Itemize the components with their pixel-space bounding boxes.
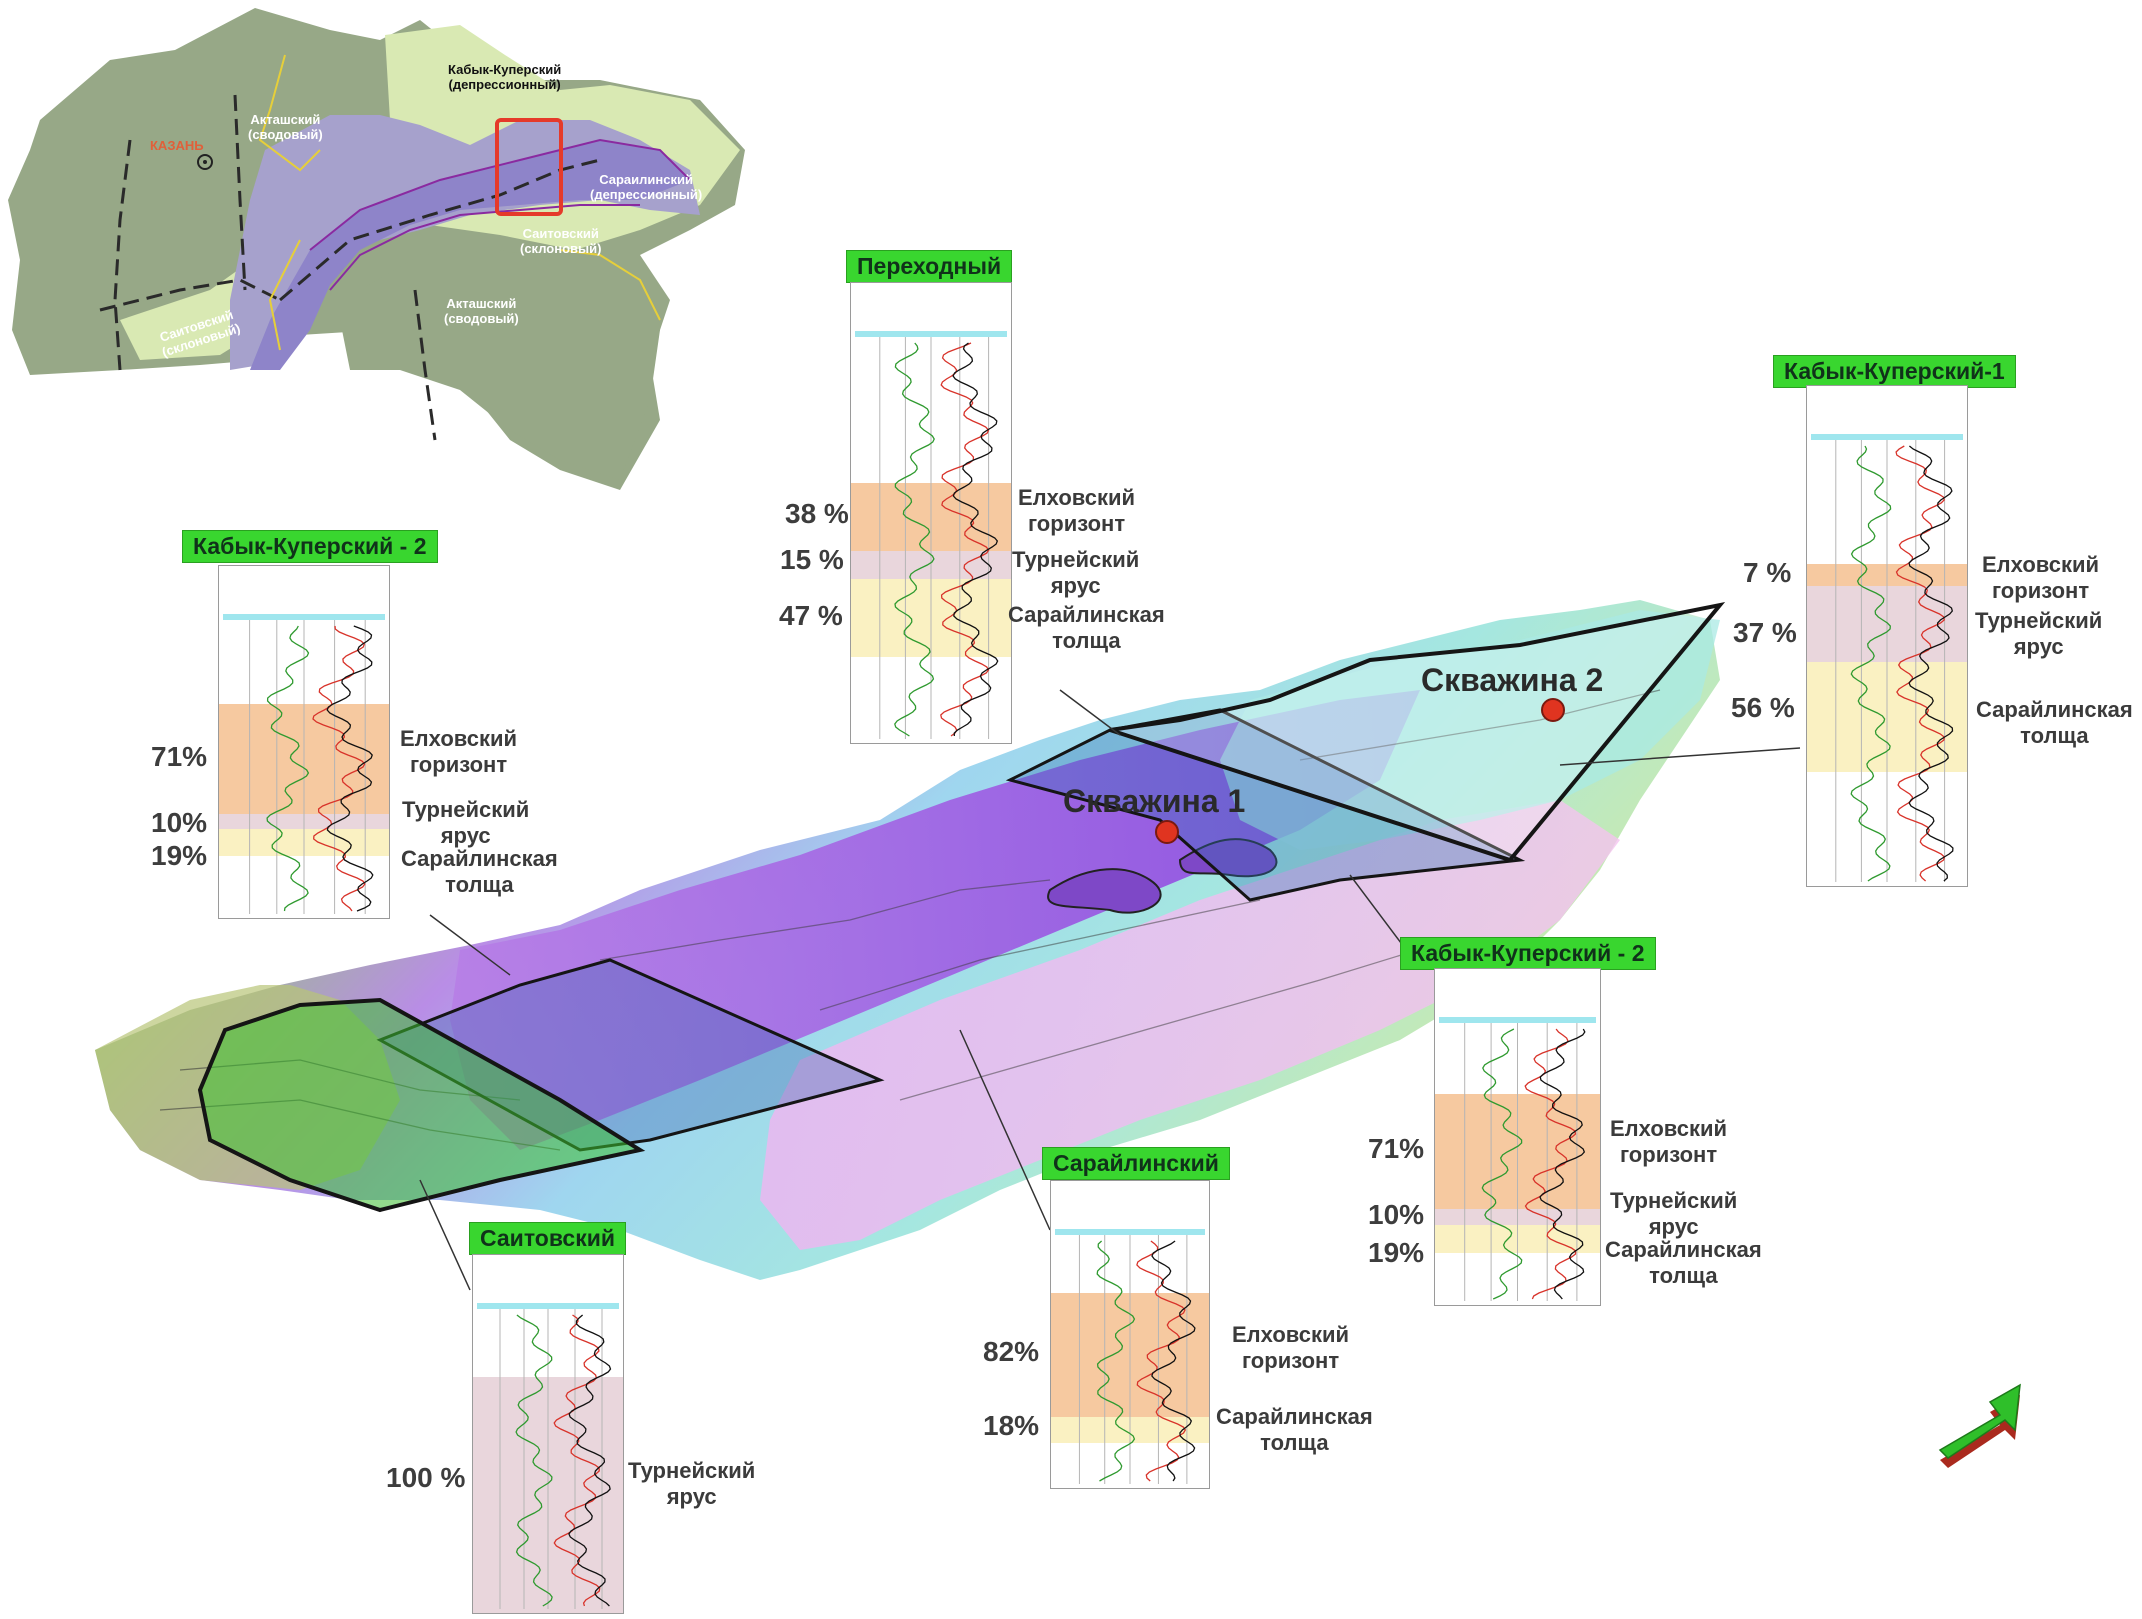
zone-label-kabyk2-right-elkhovsky: Елховский горизонт [1610,1116,1728,1167]
well-log-kabyk1 [1806,385,1968,887]
pct-kabyk1-sarailinskaya: 56 % [1731,692,1795,723]
map-label-aktash-south: Акташский (сводовый) [444,296,519,326]
zone-label-sarailinsky-elkhovsky: Елховский горизонт [1232,1322,1350,1373]
well-1-marker [1155,820,1179,844]
north-arrow-icon [1938,1383,2021,1468]
pct-saitovsky-turneisky: 100 % [386,1462,466,1493]
map-label-kabyk: Кабык-Куперский (депрессионный) [448,62,562,92]
zone-label-kabyk2-right-turneisky: Турнейский ярус [1610,1188,1738,1239]
zone-label-sarailinsky-sarailinskaya: Сарайлинская толща [1216,1404,1373,1455]
pct-sarailinsky-elkhovsky: 82% [983,1336,1040,1367]
pct-sarailinsky-sarailinskaya: 18% [983,1410,1040,1441]
well-log-saitovsky [472,1254,624,1614]
section-title-sarailinsky: Сарайлинский [1042,1147,1230,1180]
section-title-saitovsky: Саитовский [469,1222,626,1255]
map-label-saitov-east: Саитовский (склоновый) [520,226,602,256]
city-label: КАЗАНЬ [150,138,204,153]
pct-perekhodny-sarailinskaya: 47 % [779,600,843,631]
well-log-perekhodny [850,282,1012,744]
zone-label-kabyk1-elkhovsky: Елховский горизонт [1982,552,2100,603]
section-title-perekhodny: Переходный [846,250,1013,283]
map-label-aktash-north: Акташский (сводовый) [248,112,323,142]
pct-kabyk2-left-sarailinskaya: 19% [151,840,208,871]
section-title-kabyk2-left: Кабык-Куперский - 2 [182,530,438,563]
well-2-label: Скважина 2 [1421,662,1604,698]
well-log-kabyk2-left [218,565,390,919]
zone-label-kabyk2-left-sarailinskaya: Сарайлинская толща [401,846,558,897]
pct-kabyk2-right-elkhovsky: 71% [1368,1133,1425,1164]
pct-kabyk1-elkhovsky: 7 % [1743,557,1792,588]
map-label-sarailin: Сараилинский (депрессионный) [590,172,703,202]
zone-label-kabyk2-left-turneisky: Турнейский ярус [402,797,530,848]
well-log-kabyk2-right [1434,968,1601,1306]
log-curves [855,331,1007,739]
pct-kabyk2-left-elkhovsky: 71% [151,741,208,772]
pct-kabyk2-left-turneisky: 10% [151,807,208,838]
log-curves [223,614,385,914]
well-1-label: Скважина 1 [1063,783,1246,819]
inset-map [8,8,745,490]
well-log-sarailinsky [1050,1180,1210,1489]
zone-label-kabyk1-turneisky: Турнейский ярус [1975,608,2103,659]
pct-perekhodny-elkhovsky: 38 % [785,498,849,529]
pct-kabyk2-right-sarailinskaya: 19% [1368,1237,1425,1268]
well-2-marker [1541,698,1565,722]
zone-label-kabyk2-left-elkhovsky: Елховский горизонт [400,726,518,777]
zone-label-perekhodny-turneisky: Турнейский ярус [1012,547,1140,598]
pct-kabyk2-right-turneisky: 10% [1368,1199,1425,1230]
zone-label-kabyk1-sarailinskaya: Сарайлинская толща [1976,697,2133,748]
log-curves [477,1303,619,1609]
section-title-kabyk1: Кабык-Куперский-1 [1773,355,2016,388]
zone-label-perekhodny-sarailinskaya: Сарайлинская толща [1008,602,1165,653]
log-curves [1811,434,1963,882]
pct-perekhodny-turneisky: 15 % [780,544,844,575]
section-title-kabyk2-right: Кабык-Куперский - 2 [1400,937,1656,970]
zone-label-kabyk2-right-sarailinskaya: Сарайлинская толща [1605,1237,1762,1288]
zone-label-perekhodny-elkhovsky: Елховский горизонт [1018,485,1136,536]
zone-label-saitovsky-turneisky: Турнейский ярус [628,1458,756,1509]
log-curves [1055,1229,1205,1484]
pct-kabyk1-turneisky: 37 % [1733,617,1797,648]
log-curves [1439,1017,1596,1301]
